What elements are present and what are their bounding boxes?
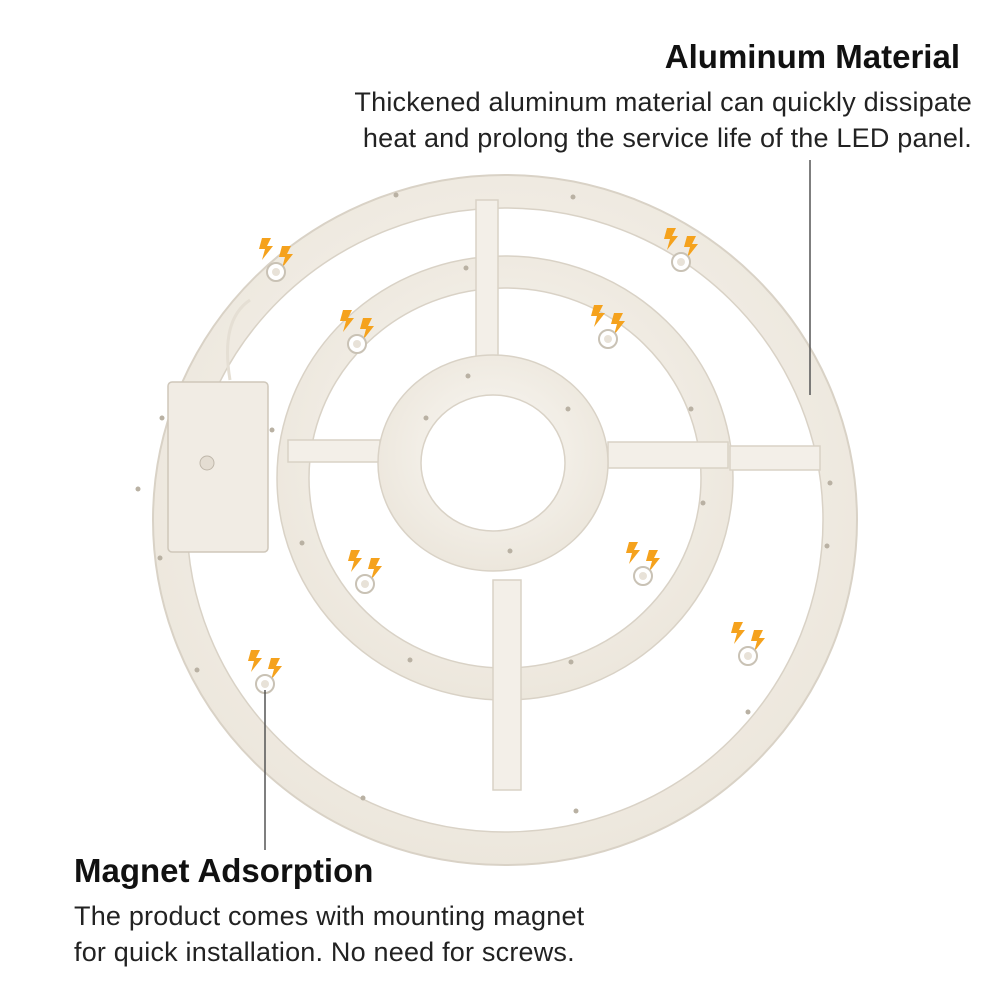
description-line: The product comes with mounting magnet [74,901,585,931]
aluminum-material-title: Aluminum Material [664,38,960,75]
magnet-adsorption-title: Magnet Adsorption [74,852,374,889]
description-line: for quick installation. No need for scre… [74,937,575,967]
aluminum-material-description: Thickened aluminum material can quickly … [354,84,972,156]
driver-box [167,298,269,553]
mounting-holes [135,192,833,814]
description-line: heat and prolong the service life of the… [362,123,972,153]
description-line: Thickened aluminum material can quickly … [354,87,972,117]
spokes [287,199,821,791]
magnet-adsorption-description: The product comes with mounting magnet f… [74,898,584,970]
inner-ring [377,354,609,572]
